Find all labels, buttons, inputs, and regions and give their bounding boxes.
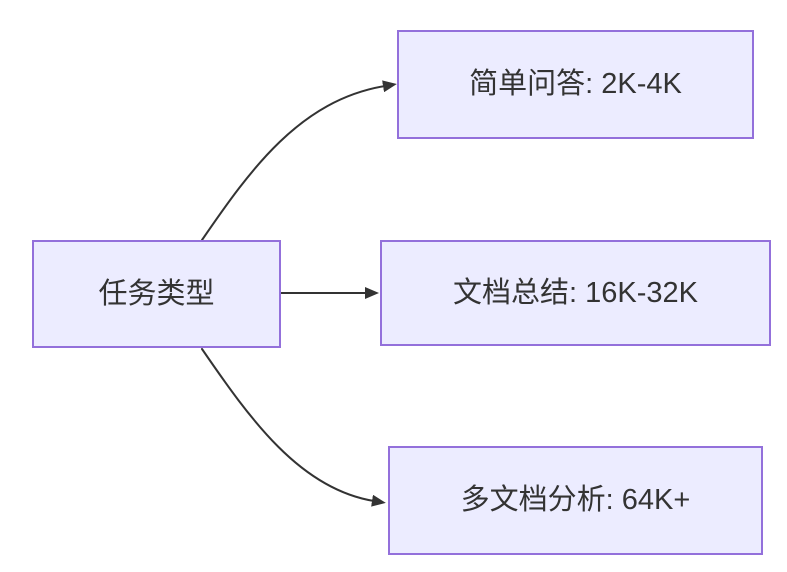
edge-root-to-multidoc-analysis bbox=[201, 348, 386, 507]
edge-root-to-simple-qa bbox=[201, 80, 397, 241]
node-simple-qa-label: 简单问答: 2K-4K bbox=[469, 68, 682, 101]
node-task-type: 任务类型 bbox=[32, 240, 281, 348]
node-task-type-label: 任务类型 bbox=[98, 277, 215, 310]
node-multidoc-analysis: 多文档分析: 64K+ bbox=[388, 446, 763, 555]
node-simple-qa: 简单问答: 2K-4K bbox=[397, 30, 754, 139]
node-doc-summary: 文档总结: 16K-32K bbox=[380, 240, 771, 346]
node-multidoc-analysis-label: 多文档分析: 64K+ bbox=[460, 484, 691, 517]
node-doc-summary-label: 文档总结: 16K-32K bbox=[453, 276, 698, 309]
